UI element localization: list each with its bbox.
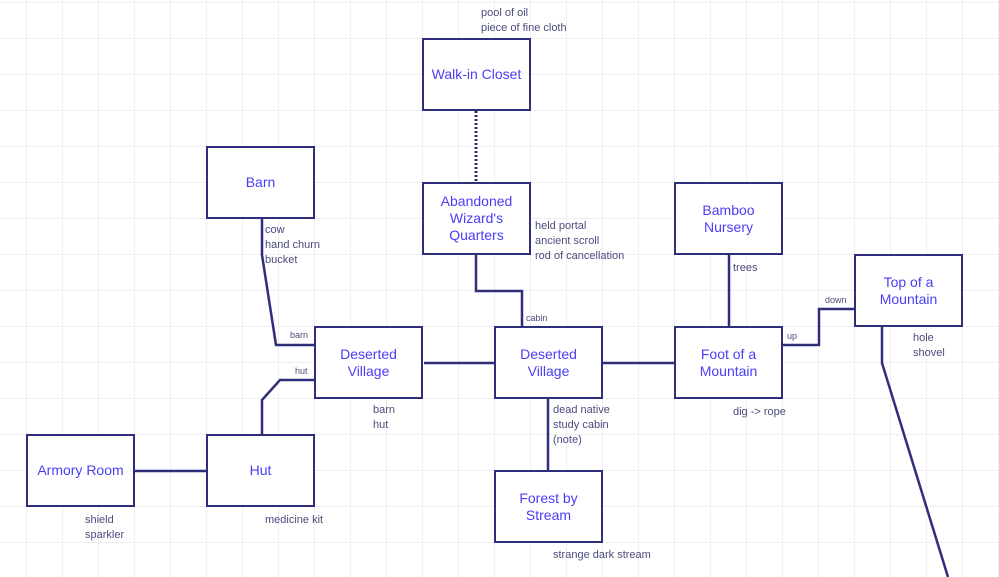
room-name: Bamboo Nursery — [702, 201, 755, 235]
room-items-armory-room: shield sparkler — [85, 513, 124, 543]
exit-label-up: up — [787, 331, 798, 341]
room-name: Hut — [249, 462, 272, 478]
exit-label-hut: hut — [295, 366, 308, 376]
connection-top-offscreen — [880, 327, 950, 577]
item: study cabin — [553, 419, 609, 431]
room-name: Barn — [245, 174, 276, 190]
room-items-wizards-quarters: held portal ancient scroll rod of cancel… — [535, 219, 624, 264]
room-items-bamboo-nursery: trees — [733, 261, 757, 276]
room-foot-of-mountain[interactable]: Foot of a Mountain — [674, 326, 783, 399]
room-name: Abandoned Wizard's Quarters — [440, 193, 513, 243]
item: barn — [373, 404, 396, 416]
room-top-of-mountain[interactable]: Top of a Mountain — [854, 254, 963, 327]
item: rod of cancellation — [535, 250, 625, 262]
item: bucket — [265, 254, 298, 266]
item: hand churn — [265, 239, 321, 251]
item: dig -> rope — [733, 406, 786, 418]
item: pool of oil — [481, 7, 529, 19]
item: ancient scroll — [535, 235, 600, 247]
room-items-hut: medicine kit — [265, 513, 323, 528]
exit-label-barn: barn — [290, 330, 309, 340]
item: hole — [913, 332, 934, 344]
room-name: Foot of a Mountain — [699, 345, 758, 379]
item: sparkler — [85, 529, 125, 541]
room-items-barn: cow hand churn bucket — [265, 223, 320, 268]
exit-label-cabin: cabin — [526, 313, 548, 323]
room-armory-room[interactable]: Armory Room — [26, 434, 135, 507]
item: cow — [265, 224, 285, 236]
item: shovel — [913, 347, 945, 359]
room-items-deserted-village-west: barn hut — [373, 403, 395, 433]
room-items-forest-by-stream: strange dark stream — [553, 548, 651, 563]
room-hut[interactable]: Hut — [206, 434, 315, 507]
item: held portal — [535, 220, 587, 232]
item: hut — [373, 419, 389, 431]
room-name: Deserted Village — [520, 345, 577, 379]
room-wizards-quarters[interactable]: Abandoned Wizard's Quarters — [422, 182, 531, 255]
item: trees — [733, 262, 758, 274]
connection-barn-village — [260, 218, 316, 347]
connection-hut-village — [260, 378, 316, 435]
item: medicine kit — [265, 514, 324, 526]
room-deserted-village-west[interactable]: Deserted Village — [314, 326, 423, 399]
room-name: Forest by Stream — [519, 489, 578, 523]
room-name: Armory Room — [37, 462, 124, 478]
room-barn[interactable]: Barn — [206, 146, 315, 219]
room-name: Top of a Mountain — [879, 273, 938, 307]
room-items-top-of-mountain: hole shovel — [913, 331, 945, 361]
room-bamboo-nursery[interactable]: Bamboo Nursery — [674, 182, 783, 255]
room-items-walk-in-closet: pool of oil piece of fine cloth — [481, 6, 567, 36]
item: piece of fine cloth — [481, 22, 567, 34]
room-forest-by-stream[interactable]: Forest by Stream — [494, 470, 603, 543]
connection-wizard-village — [474, 255, 524, 327]
item: shield — [85, 514, 114, 526]
room-items-deserted-village-east: dead native study cabin (note) — [553, 403, 610, 448]
room-name: Walk-in Closet — [431, 66, 522, 82]
room-walk-in-closet[interactable]: Walk-in Closet — [422, 38, 531, 111]
item: strange dark stream — [553, 549, 651, 561]
room-name: Deserted Village — [340, 345, 397, 379]
connection-foot-top — [783, 307, 855, 347]
item: dead native — [553, 404, 610, 416]
exit-label-down: down — [825, 295, 847, 305]
room-deserted-village-east[interactable]: Deserted Village — [494, 326, 603, 399]
room-items-foot-of-mountain: dig -> rope — [733, 405, 786, 420]
item: (note) — [553, 434, 582, 446]
